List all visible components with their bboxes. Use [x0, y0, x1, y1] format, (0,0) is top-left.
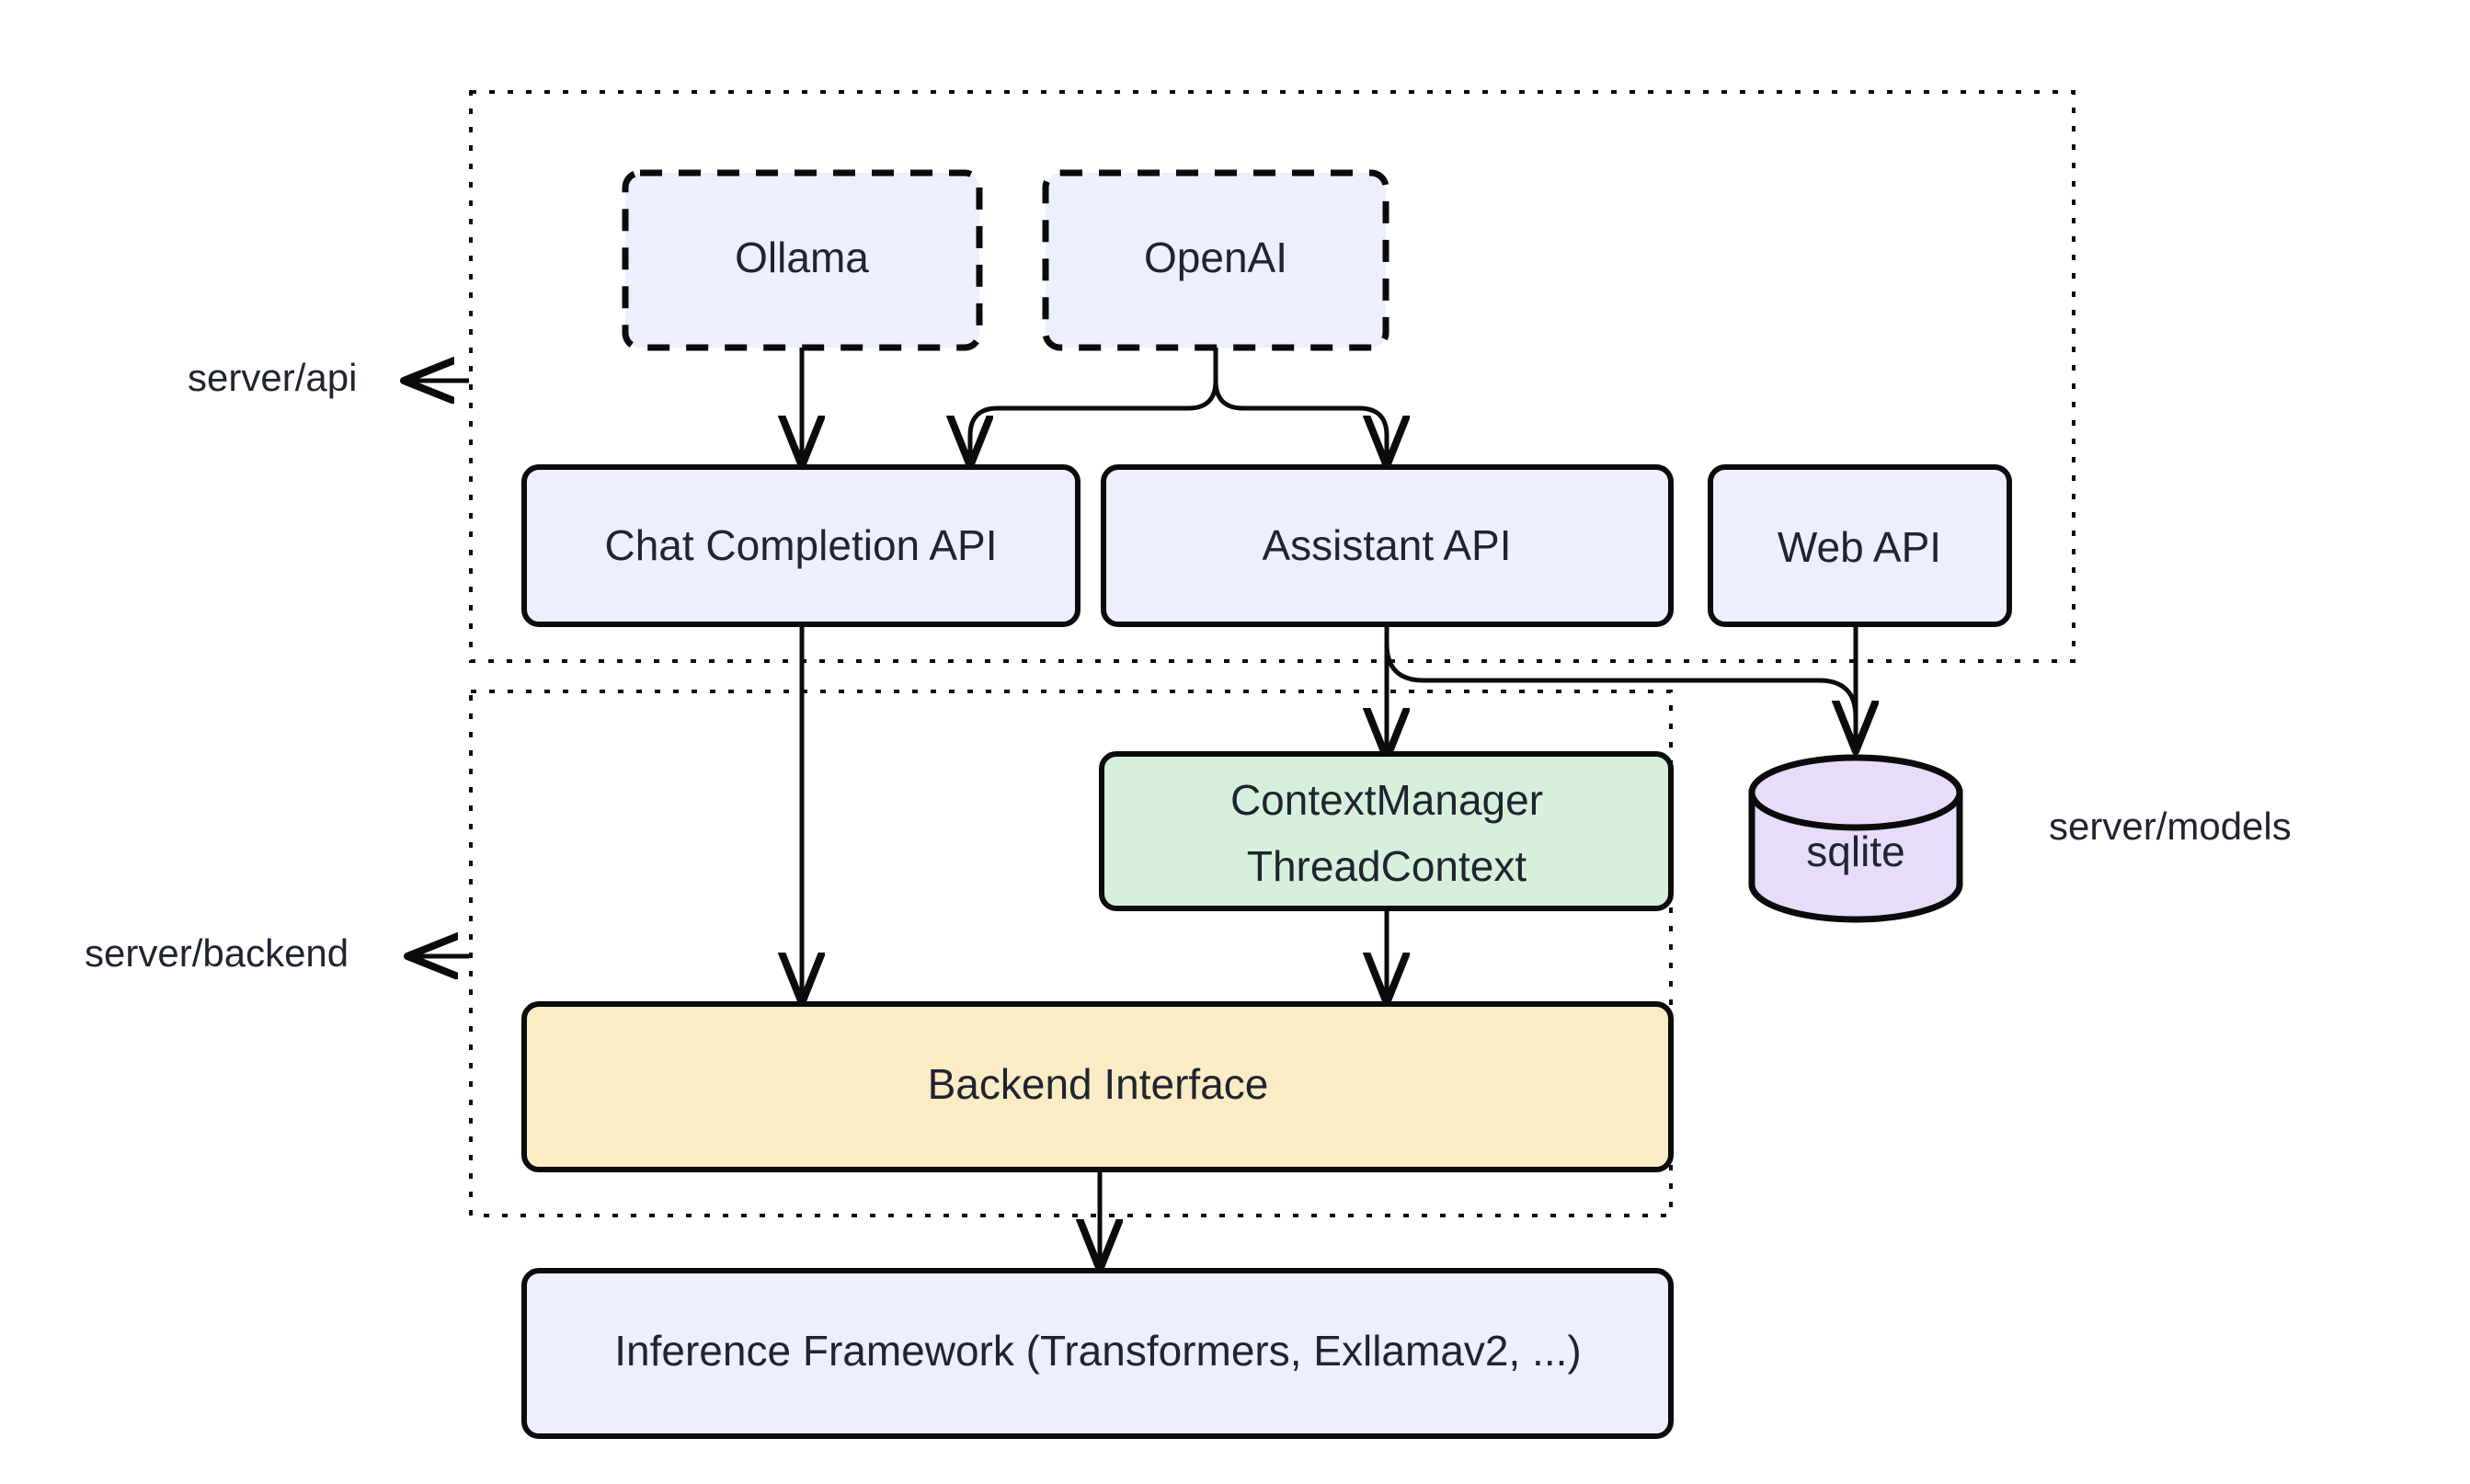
- cluster-label-server-models: server/models: [2049, 805, 2292, 848]
- node-openai-label: OpenAI: [1144, 234, 1287, 281]
- node-assistant-api[interactable]: Assistant API: [1101, 464, 1674, 627]
- node-context-manager-label-line1: ContextManager: [1230, 776, 1543, 824]
- node-inference-framework-label: Inference Framework (Transformers, Exlla…: [614, 1327, 1581, 1375]
- node-ollama[interactable]: Ollama: [622, 169, 983, 351]
- node-assistant-api-box: [1101, 464, 1674, 627]
- node-openai-box: [1042, 169, 1389, 351]
- node-web-api-label: Web API: [1778, 523, 1941, 571]
- cluster-label-server-api: server/api: [188, 356, 469, 399]
- node-web-api[interactable]: Web API: [1708, 464, 2012, 627]
- node-inference-framework-box: [521, 1268, 1674, 1439]
- node-inference-framework[interactable]: Inference Framework (Transformers, Exlla…: [521, 1268, 1674, 1439]
- edge-openai-to-assistant-api: [1213, 348, 1387, 462]
- node-ollama-box: [622, 169, 983, 351]
- cluster-label-server-api-text: server/api: [188, 356, 357, 399]
- node-sqlite[interactable]: sqlite: [1748, 754, 1963, 923]
- node-backend-interface-label: Backend Interface: [928, 1060, 1269, 1108]
- node-openai[interactable]: OpenAI: [1042, 169, 1389, 351]
- node-context-manager-label-line2: ThreadContext: [1247, 842, 1527, 890]
- node-ollama-label: Ollama: [735, 234, 869, 281]
- node-backend-interface[interactable]: Backend Interface: [521, 1001, 1674, 1172]
- node-assistant-api-label: Assistant API: [1262, 521, 1511, 569]
- node-sqlite-cylinder-top: [1748, 754, 1963, 831]
- cluster-label-server-backend-text: server/backend: [85, 931, 349, 975]
- edge-openai-to-chat-completion-api: [970, 348, 1218, 462]
- node-chat-completion-api-label: Chat Completion API: [604, 521, 997, 569]
- node-chat-completion-api-box: [521, 464, 1081, 627]
- cluster-server-backend: [469, 690, 1673, 1217]
- node-backend-interface-box: [521, 1001, 1674, 1172]
- node-context-manager[interactable]: ContextManager ThreadContext: [1099, 751, 1674, 911]
- cluster-label-server-backend: server/backend: [85, 931, 469, 975]
- node-chat-completion-api[interactable]: Chat Completion API: [521, 464, 1081, 627]
- cluster-label-server-models-text: server/models: [2049, 805, 2292, 848]
- node-sqlite-label: sqlite: [1806, 828, 1904, 875]
- node-context-manager-box: [1099, 751, 1674, 911]
- node-web-api-box: [1708, 464, 2012, 627]
